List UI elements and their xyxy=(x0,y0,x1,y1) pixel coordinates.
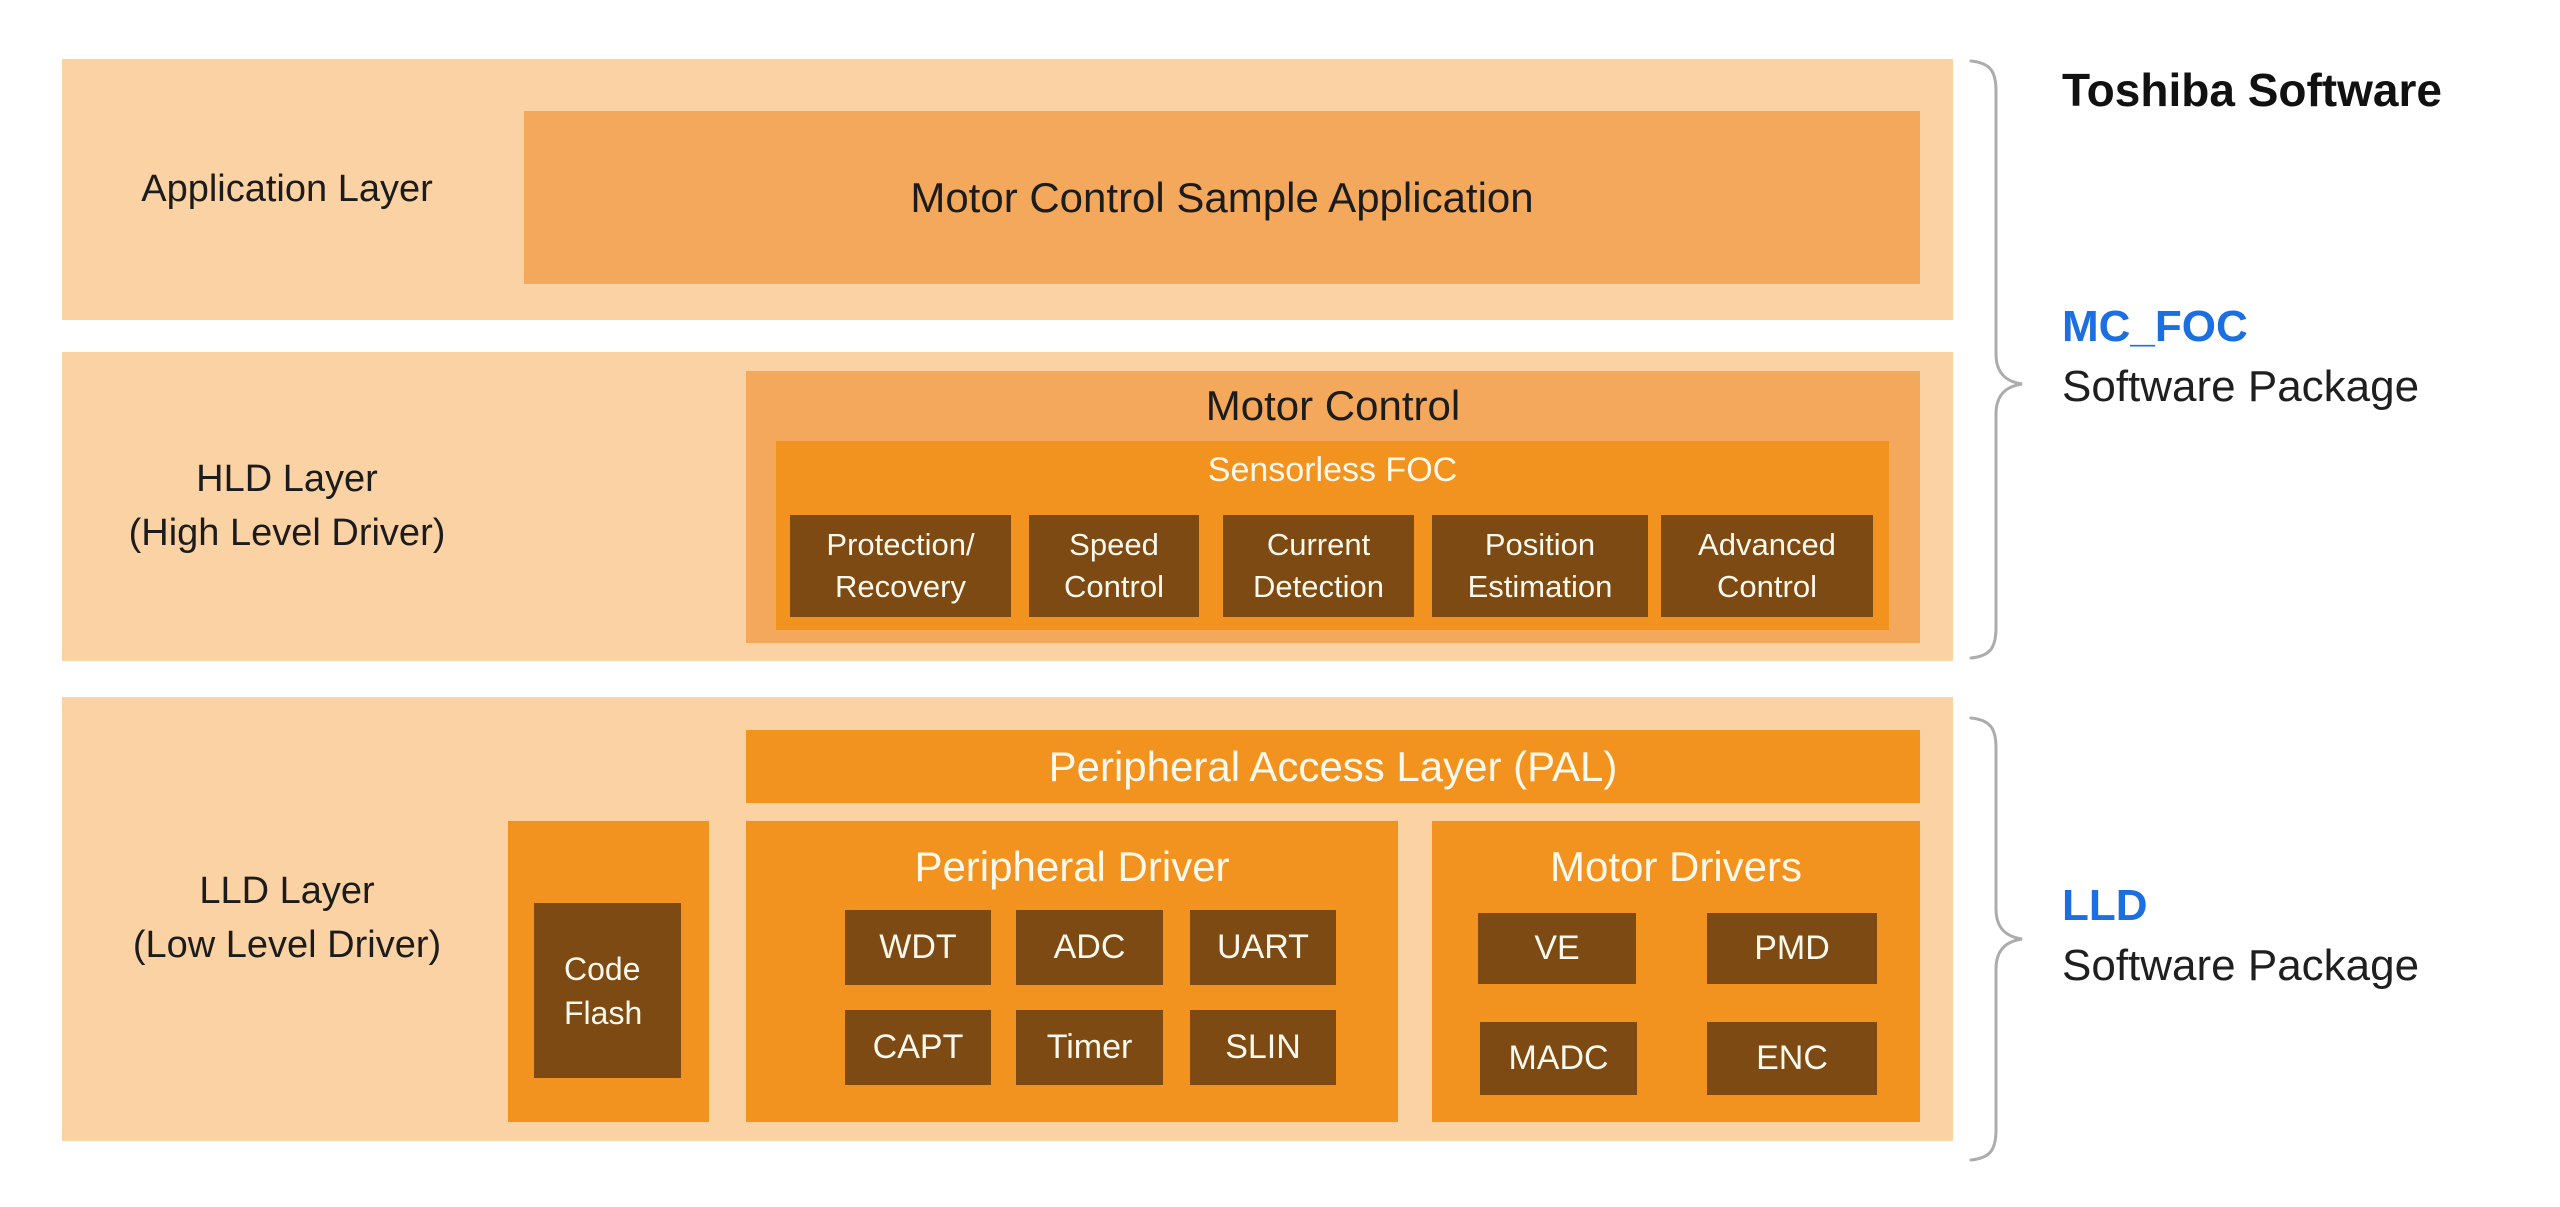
foc-module-protection-recovery: Protection/ Recovery xyxy=(790,515,1011,617)
peripheral-driver-box: Peripheral Driver WDT ADC UART CAPT Time… xyxy=(746,821,1398,1122)
chip-capt: CAPT xyxy=(845,1010,991,1085)
toshiba-software-title: Toshiba Software xyxy=(2062,64,2442,116)
foc-module-text-line2: Estimation xyxy=(1467,569,1613,604)
peripheral-access-layer-bar: Peripheral Access Layer (PAL) xyxy=(746,730,1920,803)
lld-layer-label-line2: (Low Level Driver) xyxy=(132,924,442,966)
mc-foc-package-label: MC_FOC Software Package xyxy=(2062,297,2419,417)
hld-layer-label-line2: (High Level Driver) xyxy=(128,511,446,554)
chip-slin: SLIN xyxy=(1190,1010,1336,1085)
sensorless-foc-box: Sensorless FOC Protection/ Recovery Spee… xyxy=(776,441,1889,630)
chip-ve: VE xyxy=(1478,913,1636,984)
lld-package-subtitle: Software Package xyxy=(2062,941,2420,990)
motor-control-sample-application-box: Motor Control Sample Application xyxy=(524,111,1920,284)
lld-layer-label-line1: LLD Layer xyxy=(199,870,375,913)
foc-module-position-estimation: Position Estimation xyxy=(1432,515,1648,617)
sensorless-foc-title: Sensorless FOC xyxy=(1207,451,1458,489)
mc-foc-brace-icon xyxy=(1969,59,2023,660)
foc-module-text-line1: Position xyxy=(1484,527,1596,562)
foc-module-advanced-control: Advanced Control xyxy=(1661,515,1873,617)
chip-uart: UART xyxy=(1190,910,1336,985)
lld-layer-band: LLD Layer (Low Level Driver) Peripheral … xyxy=(62,697,1953,1141)
lld-package-name: LLD xyxy=(2062,881,2148,930)
chip-adc: ADC xyxy=(1016,910,1163,985)
code-flash-text-line1: Code xyxy=(564,950,641,987)
foc-module-current-detection: Current Detection xyxy=(1223,515,1414,617)
foc-module-text-line1: Speed xyxy=(1069,527,1159,562)
hld-layer-label-line1: HLD Layer xyxy=(196,457,378,500)
foc-module-text-line2: Control xyxy=(1717,569,1817,604)
code-flash-box: Code Flash xyxy=(508,821,709,1122)
lld-package-label: LLD Software Package xyxy=(2062,876,2419,996)
peripheral-driver-title: Peripheral Driver xyxy=(914,843,1230,890)
motor-control-box: Motor Control Sensorless FOC Protection/… xyxy=(746,371,1920,643)
foc-module-text-line1: Advanced xyxy=(1698,527,1836,562)
foc-module-speed-control: Speed Control xyxy=(1029,515,1199,617)
mc-foc-package-name: MC_FOC xyxy=(2062,302,2248,351)
motor-drivers-title: Motor Drivers xyxy=(1549,843,1803,890)
foc-module-text-line2: Recovery xyxy=(835,569,966,604)
motor-drivers-box: Motor Drivers VE PMD MADC ENC xyxy=(1432,821,1920,1122)
application-layer-band: Application Layer Motor Control Sample A… xyxy=(62,59,1953,320)
lld-layer-label: LLD Layer (Low Level Driver) xyxy=(62,697,512,1141)
foc-module-text-line1: Current xyxy=(1266,527,1371,562)
hld-layer-label: HLD Layer (High Level Driver) xyxy=(62,352,512,661)
lld-brace-icon xyxy=(1969,716,2023,1162)
chip-enc: ENC xyxy=(1707,1022,1877,1095)
foc-module-text-line2: Detection xyxy=(1253,569,1384,604)
mc-foc-brace xyxy=(1966,59,2030,660)
chip-madc: MADC xyxy=(1480,1022,1637,1095)
chip-pmd: PMD xyxy=(1707,913,1877,984)
lld-brace xyxy=(1966,716,2030,1162)
motor-control-sample-application-label: Motor Control Sample Application xyxy=(910,173,1534,221)
code-flash-text-line2: Flash xyxy=(564,994,643,1031)
foc-module-text-line2: Control xyxy=(1064,569,1164,604)
hld-layer-band: HLD Layer (High Level Driver) Motor Cont… xyxy=(62,352,1953,661)
foc-module-text-line1: Protection/ xyxy=(826,527,975,562)
chip-timer: Timer xyxy=(1016,1010,1163,1085)
application-layer-label: Application Layer xyxy=(141,167,433,210)
motor-control-title: Motor Control xyxy=(1205,382,1461,429)
chip-wdt: WDT xyxy=(845,910,991,985)
code-flash-inner-box: Code Flash xyxy=(534,903,681,1078)
mc-foc-package-subtitle: Software Package xyxy=(2062,362,2420,411)
